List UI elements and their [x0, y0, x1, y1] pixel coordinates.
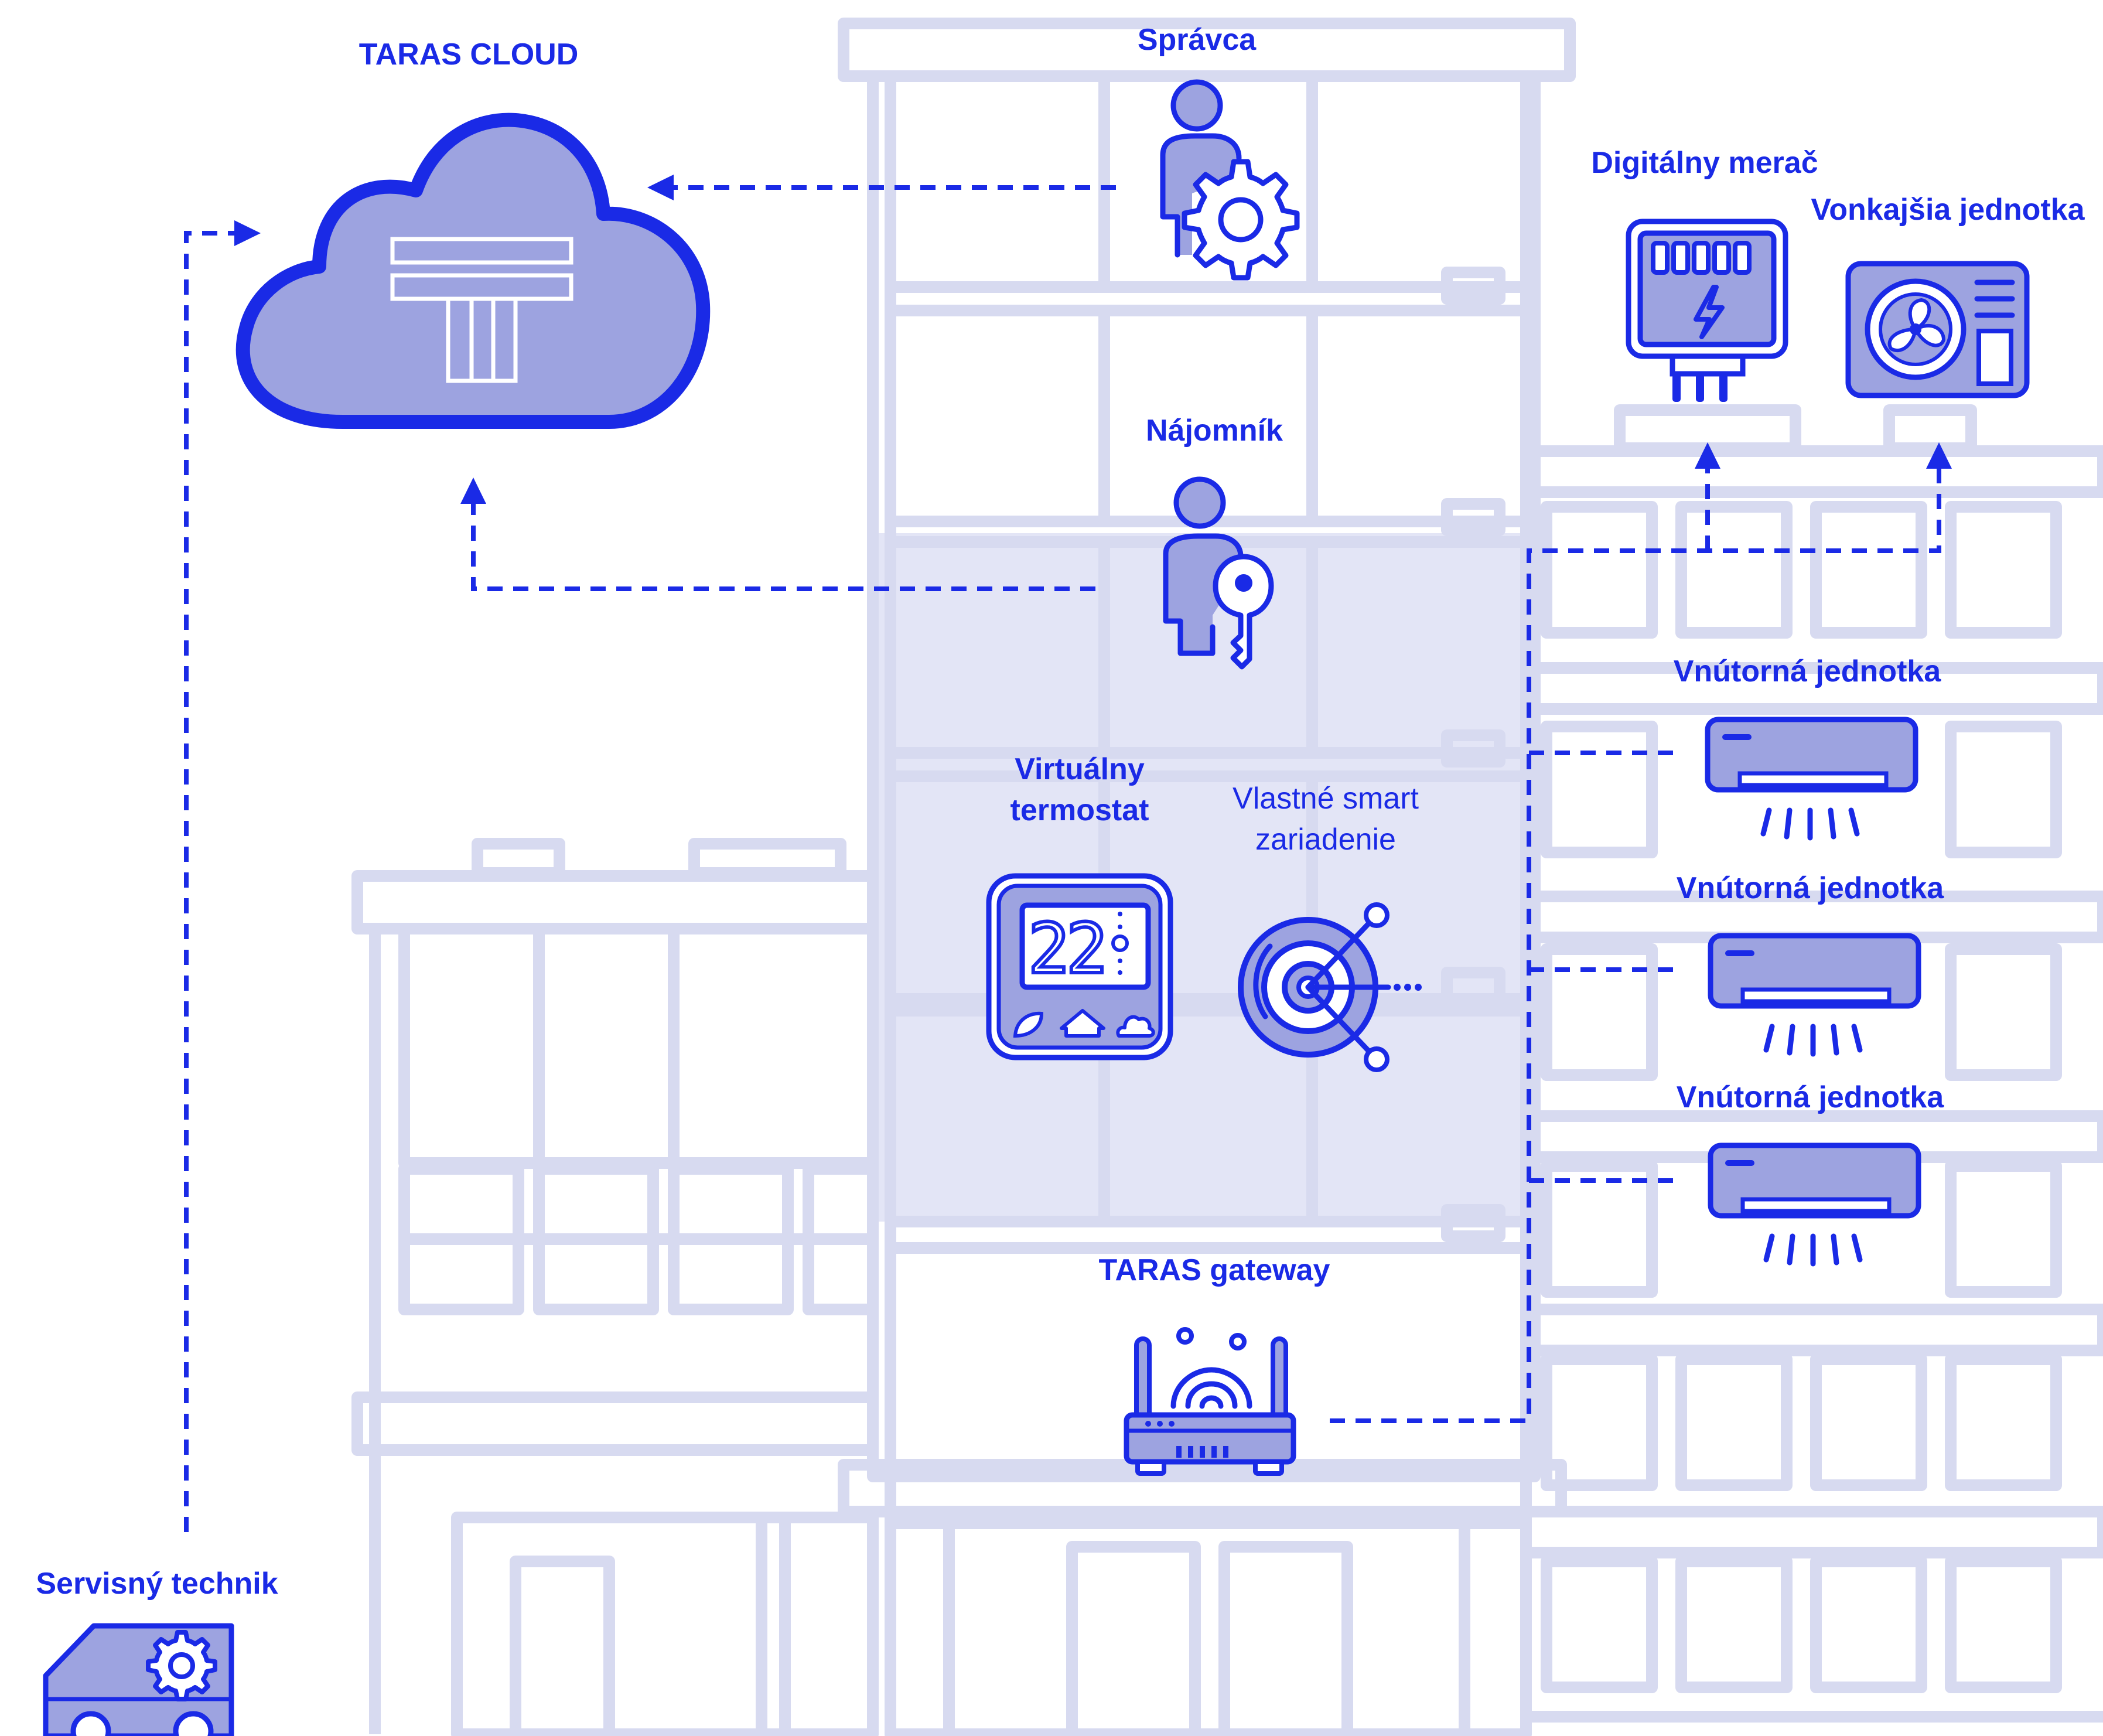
outdoor-label: Vonkajšia jednotka	[1811, 193, 2085, 227]
fan-unit-icon	[1845, 261, 2030, 398]
meter-label: Digitálny merač	[1591, 146, 1818, 180]
tenant-to-cloud-line	[471, 504, 1095, 591]
tenant-key-icon	[1163, 476, 1274, 670]
technician-to-cloud-arrowhead	[234, 220, 261, 246]
indoor-2-label: Vnútorná jednotka	[1677, 871, 1945, 905]
thermostat-label-line2: termostat	[1010, 793, 1149, 827]
thermostat-label-line1: Virtuálny	[1015, 752, 1145, 786]
ac-unit-icon	[1708, 1142, 1921, 1267]
cloud-title: TARAS CLOUD	[359, 37, 579, 71]
thermostat-icon: 22	[986, 873, 1173, 1060]
meter-arrowhead	[1695, 442, 1720, 469]
ac-unit-icon	[1708, 933, 1921, 1057]
cloud-icon	[235, 112, 711, 429]
smart-label-line2: zariadenie	[1255, 823, 1396, 857]
thermostat-display: 22	[1028, 908, 1104, 989]
technician-to-cloud-line	[184, 231, 234, 1532]
router-icon	[1124, 1327, 1296, 1476]
smart-device-icon	[1238, 902, 1422, 1072]
indoor-3-label: Vnútorná jednotka	[1677, 1080, 1945, 1114]
service-van-icon	[43, 1623, 234, 1736]
meter-icon	[1626, 219, 1788, 402]
ac-unit-icon	[1705, 717, 1918, 841]
connections	[184, 175, 1952, 1532]
indoor-1-label: Vnútorná jednotka	[1674, 654, 1942, 688]
tenant-label: Nájomník	[1146, 414, 1283, 448]
admin-gear-icon	[1160, 79, 1300, 281]
tenant-to-cloud-arrowhead	[460, 478, 486, 504]
admin-label: Správca	[1138, 23, 1257, 57]
technician-label: Servisný technik	[36, 1567, 278, 1601]
gateway-bus-line	[1330, 469, 1941, 1423]
outdoor-arrowhead	[1926, 442, 1952, 469]
gateway-label: TARAS gateway	[1099, 1253, 1330, 1287]
smart-label-line1: Vlastné smart	[1233, 782, 1419, 816]
admin-to-cloud-arrowhead	[647, 175, 674, 200]
